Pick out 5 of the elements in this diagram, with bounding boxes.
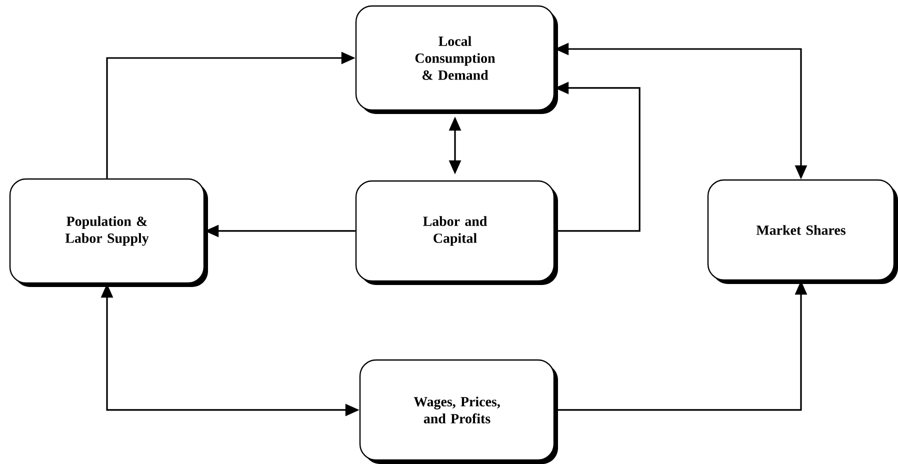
process-box: Local Consumption & Demand bbox=[355, 5, 558, 114]
process-box: Market Shares bbox=[707, 179, 898, 284]
process-box: Labor and Capital bbox=[355, 180, 558, 285]
process-box: Wages, Prices, and Profits bbox=[359, 359, 558, 464]
process-box: Population & Labor Supply bbox=[9, 178, 208, 287]
